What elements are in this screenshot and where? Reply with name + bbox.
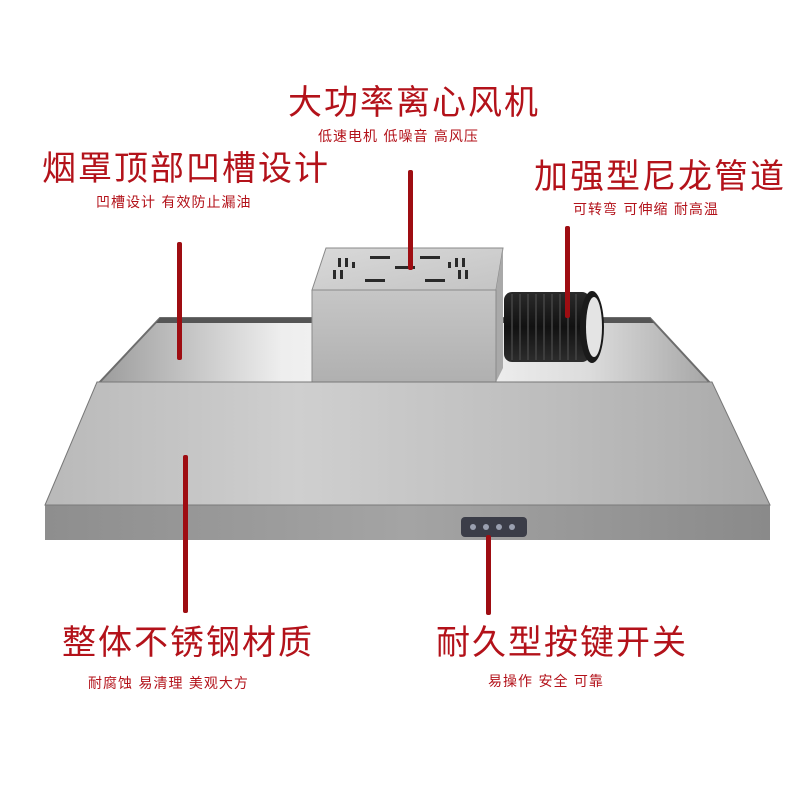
fan-title: 大功率离心风机: [288, 83, 540, 123]
nylon-duct: [504, 291, 604, 363]
fan-subtitle: 低速电机 低噪音 高风压: [318, 129, 479, 145]
pointer-fan: [408, 170, 413, 270]
pointer-duct: [565, 226, 570, 318]
fan-box-front: [311, 289, 497, 383]
fan-box-side: [496, 248, 503, 382]
pointer-groove: [177, 242, 182, 360]
pointer-switch: [486, 535, 491, 615]
hood-bottom-band: [45, 505, 770, 540]
switch-subtitle: 易操作 安全 可靠: [488, 674, 604, 690]
hood-front-panel: [44, 381, 771, 506]
switch-title: 耐久型按键开关: [436, 623, 688, 663]
duct-title: 加强型尼龙管道: [534, 157, 786, 197]
groove-title: 烟罩顶部凹槽设计: [42, 149, 330, 189]
fan-box-vents: [333, 256, 468, 282]
groove-subtitle: 凹槽设计 有效防止漏油: [96, 195, 252, 211]
steel-subtitle: 耐腐蚀 易清理 美观大方: [88, 676, 249, 692]
switch-panel: [461, 517, 527, 537]
pointer-steel: [183, 455, 188, 613]
duct-subtitle: 可转弯 可伸缩 耐高温: [573, 202, 719, 218]
steel-title: 整体不锈钢材质: [62, 623, 314, 663]
